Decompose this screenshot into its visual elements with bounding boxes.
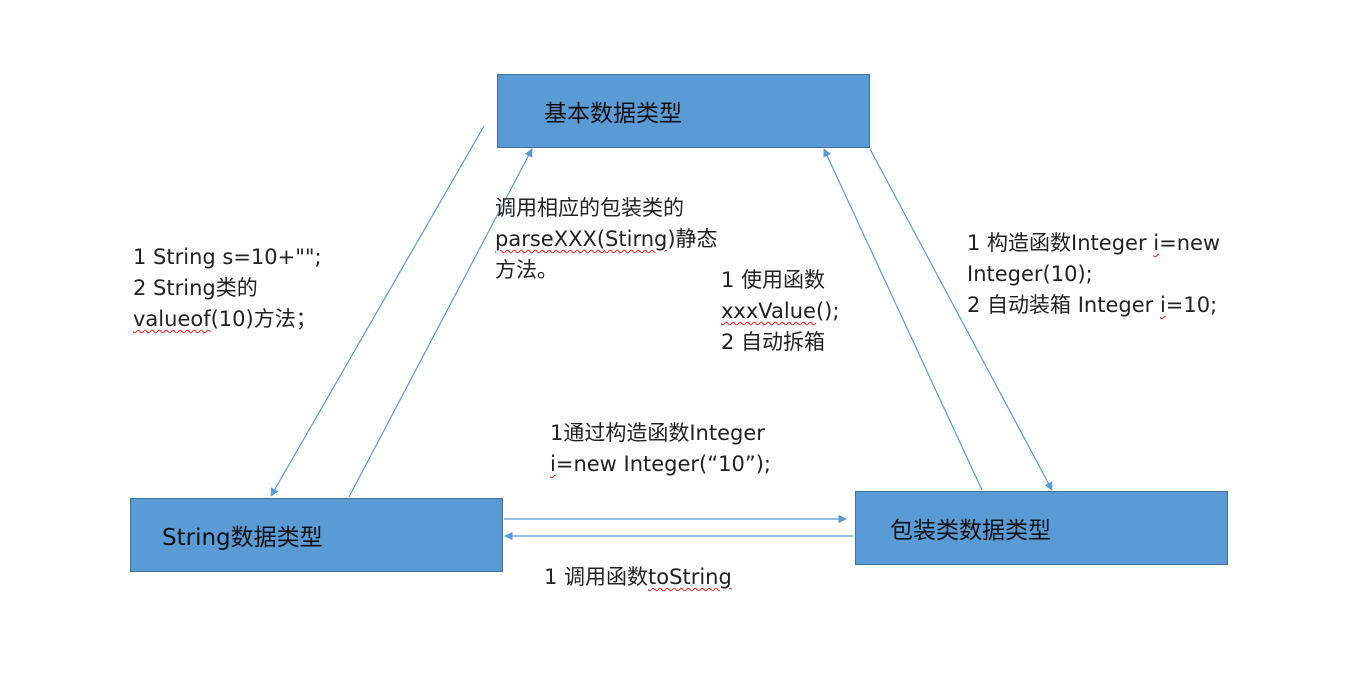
note-tostring: 1 调用函数toString	[544, 565, 732, 589]
note-box: 1 构造函数Integer i=new Integer(10); 2 自动装箱 …	[967, 231, 1221, 317]
note-string-to-basic: 1 String s=10+""; 2 String类的 valueof(10)…	[133, 245, 322, 331]
arrow-wrapper-to-basic	[823, 148, 983, 491]
wrapper-type-label: 包装类数据类型	[890, 518, 1051, 544]
basic-type-box: 基本数据类型	[497, 74, 870, 148]
string-type-label: String数据类型	[162, 525, 323, 551]
basic-type-label: 基本数据类型	[544, 101, 682, 127]
note-parse: 调用相应的包装类的 parseXXX(Stirng)静态 方法。	[495, 196, 718, 282]
arrow-basic-to-wrapper	[869, 148, 1053, 491]
wrapper-type-box: 包装类数据类型	[855, 491, 1228, 565]
note-unbox: 1 使用函数 xxxValue(); 2 自动拆箱	[721, 268, 840, 354]
note-constructor: 1通过构造函数Integer i=new Integer(“10”);	[550, 421, 772, 476]
arrow-basic-to-string	[270, 125, 485, 497]
string-type-box: String数据类型	[130, 498, 503, 572]
arrow-string-to-basic	[348, 148, 533, 498]
